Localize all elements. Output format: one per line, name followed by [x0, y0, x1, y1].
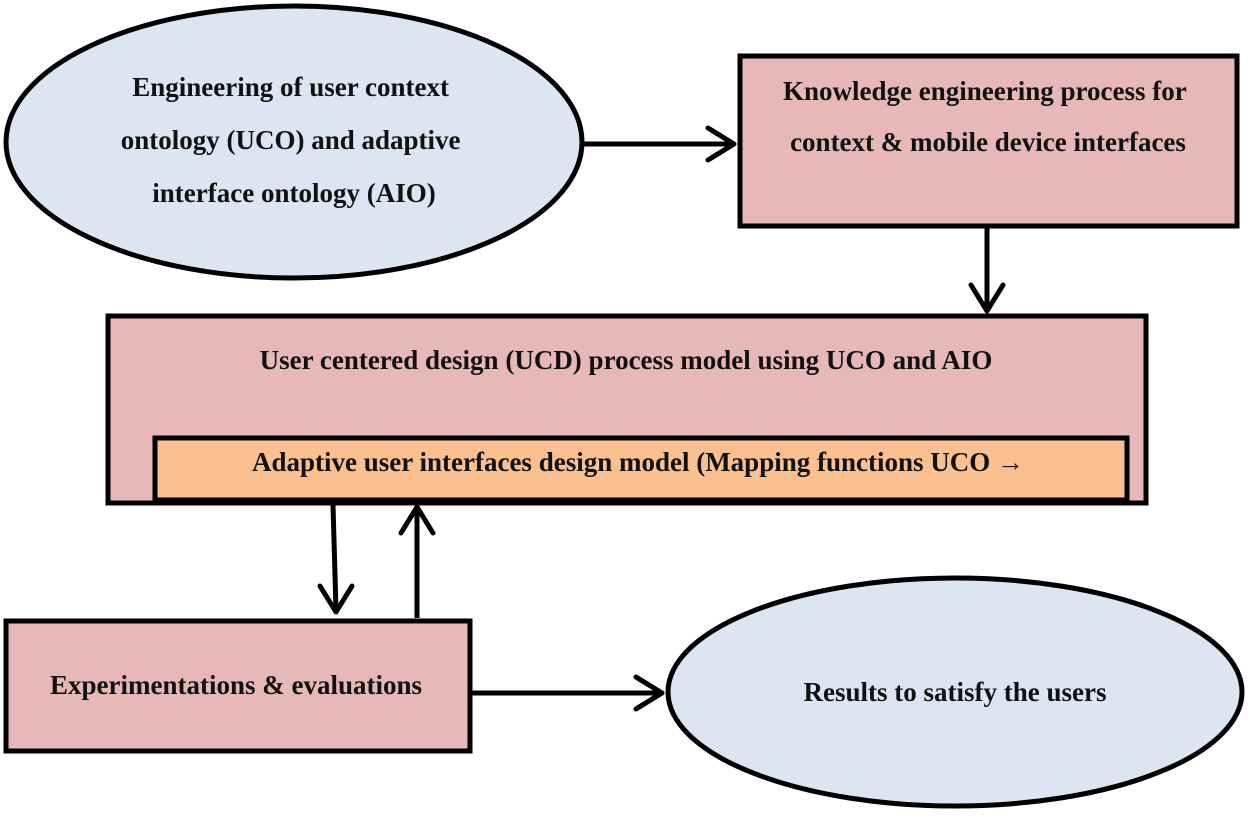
edge-knowledge-to-ucd [968, 228, 1006, 314]
node-adaptive-ui-model-shape [152, 435, 1130, 503]
node-uco-aio-engineering-line-1: Engineering of user context [132, 72, 449, 102]
node-knowledge-engineering: Knowledge engineering process for contex… [737, 53, 1240, 229]
node-adaptive-ui-model-label: Adaptive user interfaces design model (M… [252, 447, 1024, 477]
node-results-shape [665, 575, 1245, 809]
edge-experimentations-to-adaptive [398, 504, 436, 618]
node-ucd-process-model-line-1: User centered design (UCD) process model… [260, 345, 993, 375]
node-uco-aio-engineering: Engineering of user context ontology (UC… [3, 3, 585, 281]
edge-ucd-to-experimentations [317, 504, 355, 615]
edge-ucd-to-experimentations-arrowhead [317, 583, 355, 615]
edge-experimentations-to-results [472, 674, 665, 712]
node-experimentations-line-1: Experimentations & evaluations [50, 670, 422, 700]
node-results-label: Results to satisfy the users [804, 677, 1107, 707]
node-experimentations: Experimentations & evaluations [3, 618, 473, 754]
node-adaptive-ui-model: Adaptive user interfaces design model (M… [152, 435, 1130, 503]
node-knowledge-engineering-line-1: Knowledge engineering process for [783, 76, 1187, 106]
node-uco-aio-engineering-line-3: interface ontology (AIO) [152, 178, 435, 208]
node-uco-aio-engineering-line-2: ontology (UCO) and adaptive [121, 125, 461, 155]
node-experimentations-label: Experimentations & evaluations [50, 670, 422, 700]
node-results: Results to satisfy the users [665, 575, 1245, 809]
node-knowledge-engineering-shape [737, 53, 1240, 229]
edge-uco-aio-to-knowledge [584, 125, 737, 163]
edge-experimentations-to-adaptive-arrowhead [398, 504, 436, 536]
node-knowledge-engineering-line-2: context & mobile device interfaces [790, 127, 1186, 157]
edge-experimentations-to-results-arrowhead [633, 674, 665, 712]
edge-knowledge-to-ucd-arrowhead [968, 282, 1006, 314]
node-uco-aio-engineering-shape [3, 3, 585, 281]
edge-ucd-to-experimentations-line [330, 504, 339, 611]
node-ucd-process-model-label: User centered design (UCD) process model… [260, 345, 993, 375]
node-uco-aio-engineering-label: Engineering of user context ontology (UC… [121, 72, 468, 208]
edge-uco-aio-to-knowledge-arrowhead [705, 125, 737, 163]
node-adaptive-ui-model-line-1: Adaptive user interfaces design model (M… [252, 447, 1024, 477]
node-results-line-1: Results to satisfy the users [804, 677, 1107, 707]
node-knowledge-engineering-label: Knowledge engineering process for contex… [783, 76, 1193, 157]
node-experimentations-shape [3, 618, 473, 754]
